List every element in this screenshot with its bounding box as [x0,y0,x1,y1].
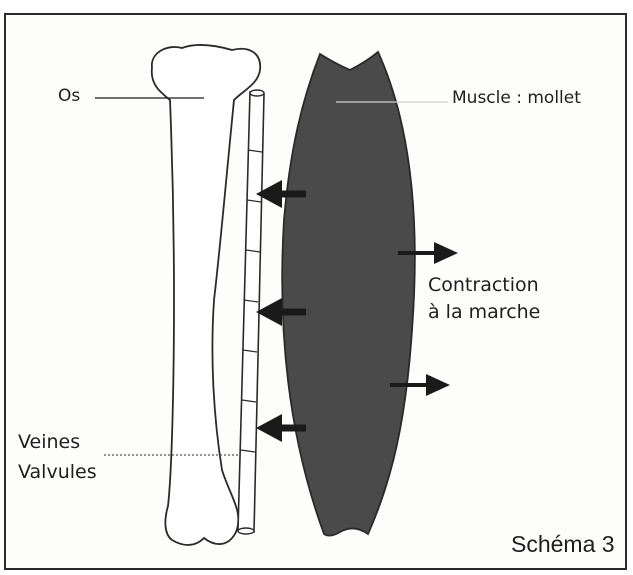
muscle-label: Muscle : mollet [452,90,581,107]
contraction-label-line2: à la marche [428,303,540,322]
veins-label: Veines [18,433,80,452]
diagram-caption: Schéma 3 [511,533,615,556]
bone-label: Os [58,88,80,105]
valves-label: Valvules [18,463,97,482]
contraction-label-line1: Contraction [428,276,539,295]
muscle-shape [282,52,415,536]
